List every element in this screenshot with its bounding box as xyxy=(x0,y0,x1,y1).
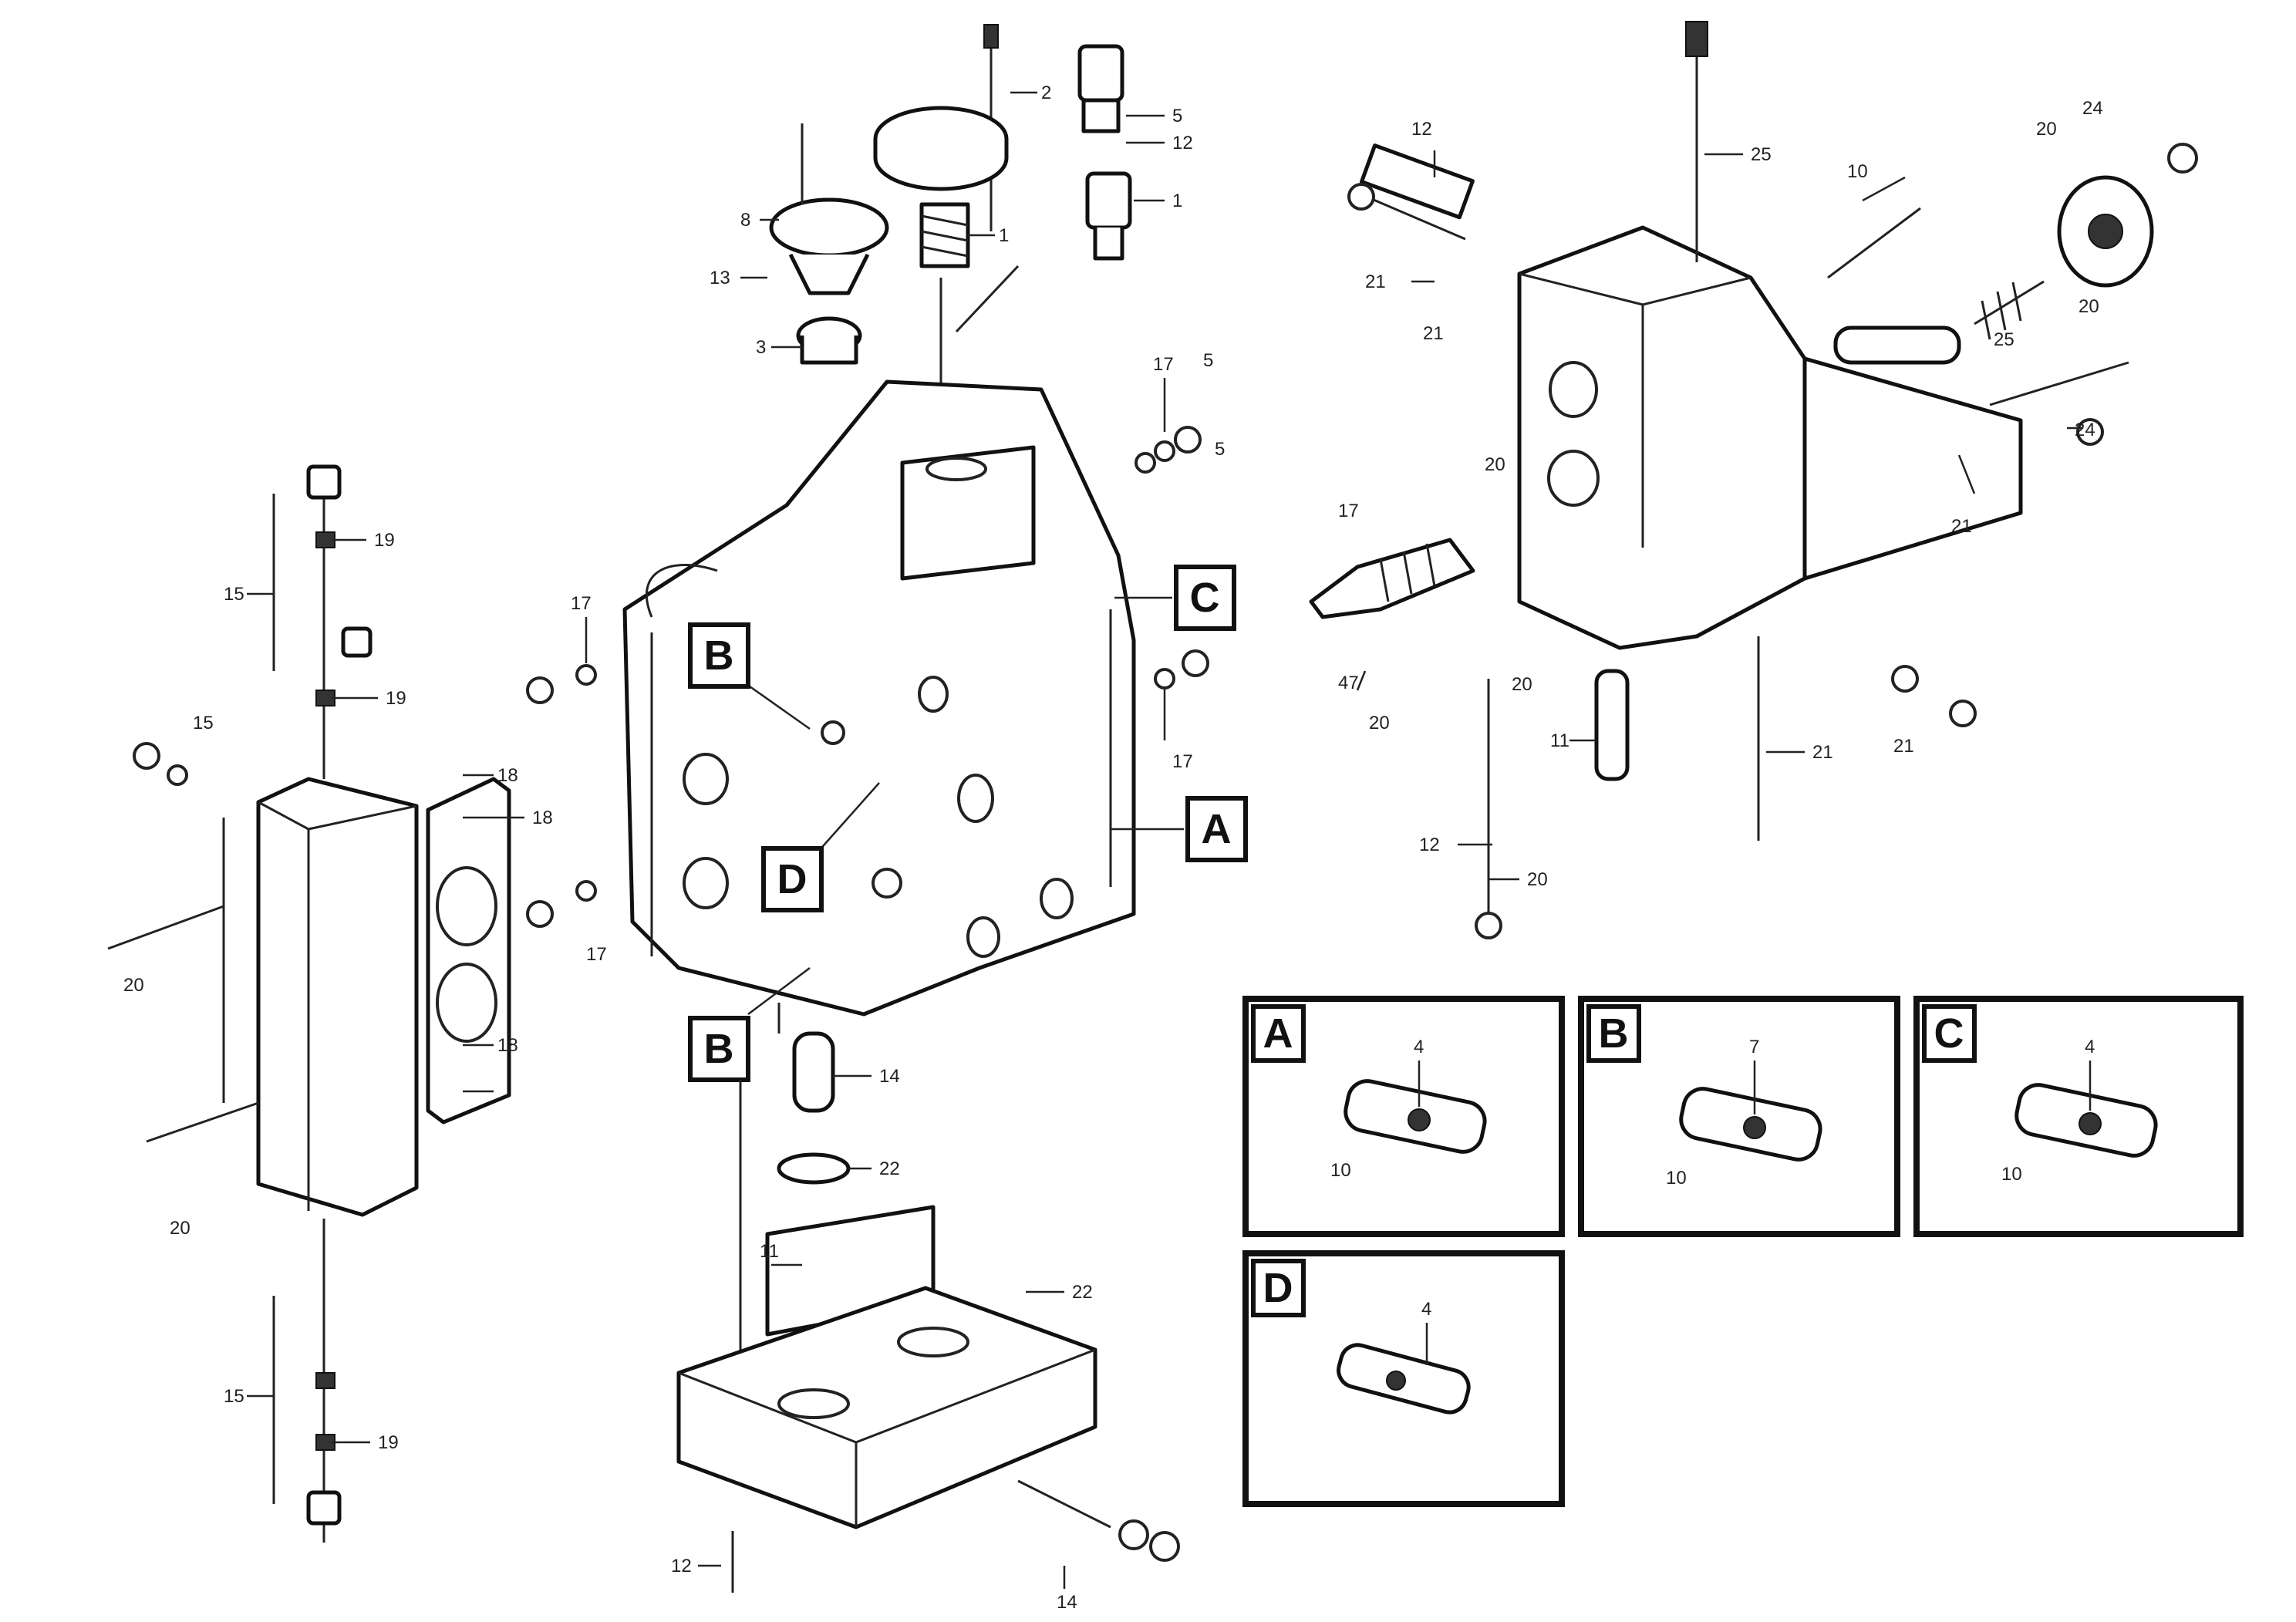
svg-text:5: 5 xyxy=(1215,439,1225,460)
inset-d-part-number: 4 xyxy=(1421,1299,1431,1320)
svg-text:19: 19 xyxy=(374,530,395,551)
svg-text:22: 22 xyxy=(1072,1282,1093,1303)
svg-text:17: 17 xyxy=(571,593,592,614)
inset-d: D 4 xyxy=(1242,1250,1565,1507)
svg-text:21: 21 xyxy=(1365,271,1386,292)
svg-text:12: 12 xyxy=(1411,119,1432,140)
svg-text:18: 18 xyxy=(497,1035,518,1056)
svg-text:20: 20 xyxy=(170,1218,190,1239)
svg-text:20: 20 xyxy=(1485,454,1505,475)
svg-text:12: 12 xyxy=(1172,133,1193,153)
svg-text:20: 20 xyxy=(1512,674,1532,695)
svg-text:15: 15 xyxy=(224,1386,244,1407)
svg-text:12: 12 xyxy=(671,1556,692,1576)
svg-text:25: 25 xyxy=(1751,144,1772,165)
top-valve-assembly: 2 5 12 1 8 13 3 1 xyxy=(710,24,1193,401)
svg-text:47: 47 xyxy=(1338,673,1359,693)
callout-a: A xyxy=(1111,796,1248,862)
svg-text:17: 17 xyxy=(1338,501,1359,521)
callout-d-label: D xyxy=(777,856,807,902)
svg-text:5: 5 xyxy=(1172,106,1182,126)
svg-text:1: 1 xyxy=(1172,191,1182,211)
svg-text:21: 21 xyxy=(1893,736,1914,757)
svg-text:12: 12 xyxy=(1419,835,1440,855)
inset-c-ref-number: 10 xyxy=(2001,1164,2022,1185)
svg-text:10: 10 xyxy=(1847,161,1868,182)
callout-b-top-label: B xyxy=(704,632,734,679)
svg-text:20: 20 xyxy=(2079,296,2099,317)
inset-c: C 4 10 xyxy=(1913,996,2244,1237)
svg-text:15: 15 xyxy=(224,584,244,605)
callout-a-label: A xyxy=(1202,806,1232,852)
svg-text:14: 14 xyxy=(879,1066,900,1087)
main-valve-block: 17 17 17 17 5 5 xyxy=(526,350,1225,1034)
svg-text:17: 17 xyxy=(1172,751,1193,772)
inset-a-part-number: 4 xyxy=(1414,1037,1424,1057)
svg-text:19: 19 xyxy=(386,688,406,709)
svg-text:17: 17 xyxy=(586,944,607,965)
svg-text:20: 20 xyxy=(1527,869,1548,890)
svg-text:11: 11 xyxy=(760,1241,779,1262)
svg-text:18: 18 xyxy=(497,765,518,786)
svg-text:17: 17 xyxy=(1153,354,1174,375)
svg-text:13: 13 xyxy=(710,268,730,288)
bottom-plate-assembly: 14 22 11 22 12 14 xyxy=(671,1031,1180,1613)
svg-text:25: 25 xyxy=(1994,329,2014,350)
svg-text:2: 2 xyxy=(1041,83,1051,103)
svg-text:20: 20 xyxy=(1369,713,1390,733)
left-valve-block: 19 15 19 15 18 18 20 20 18 15 19 xyxy=(107,464,553,1543)
svg-text:14: 14 xyxy=(1057,1592,1077,1613)
callout-c-label: C xyxy=(1190,575,1220,621)
svg-text:15: 15 xyxy=(193,713,214,733)
inset-a-letter: A xyxy=(1263,1010,1293,1057)
svg-text:3: 3 xyxy=(756,337,766,358)
svg-text:21: 21 xyxy=(1423,323,1444,344)
inset-a: A 4 10 xyxy=(1242,996,1565,1237)
inset-b-letter: B xyxy=(1599,1010,1629,1057)
svg-text:11: 11 xyxy=(1550,730,1569,751)
callout-b-bottom: B xyxy=(688,967,811,1082)
svg-text:24: 24 xyxy=(2075,420,2095,440)
svg-text:8: 8 xyxy=(740,210,750,231)
callout-c: C xyxy=(1114,565,1236,631)
inset-a-ref-number: 10 xyxy=(1330,1160,1351,1181)
svg-text:22: 22 xyxy=(879,1158,900,1179)
svg-text:24: 24 xyxy=(2082,98,2103,119)
svg-text:21: 21 xyxy=(1951,516,1972,537)
inset-c-letter: C xyxy=(1934,1010,1964,1057)
svg-text:20: 20 xyxy=(2036,119,2057,140)
svg-text:20: 20 xyxy=(123,975,144,996)
inset-b-part-number: 7 xyxy=(1749,1037,1759,1057)
svg-text:5: 5 xyxy=(1203,350,1213,371)
callout-b-top: B xyxy=(688,622,811,730)
inset-b-ref-number: 10 xyxy=(1666,1168,1687,1189)
callout-b-bottom-label: B xyxy=(704,1026,734,1072)
inset-d-letter: D xyxy=(1263,1265,1293,1311)
inset-c-part-number: 4 xyxy=(2085,1037,2095,1057)
right-valve-block: 25 10 12 21 21 25 20 24 20 24 21 21 17 2… xyxy=(1309,21,2198,939)
svg-text:19: 19 xyxy=(378,1432,399,1453)
svg-text:1: 1 xyxy=(999,225,1009,246)
callout-d: D xyxy=(761,782,880,912)
svg-text:21: 21 xyxy=(1812,742,1833,763)
svg-text:18: 18 xyxy=(532,808,553,828)
inset-b: B 7 10 xyxy=(1578,996,1900,1237)
